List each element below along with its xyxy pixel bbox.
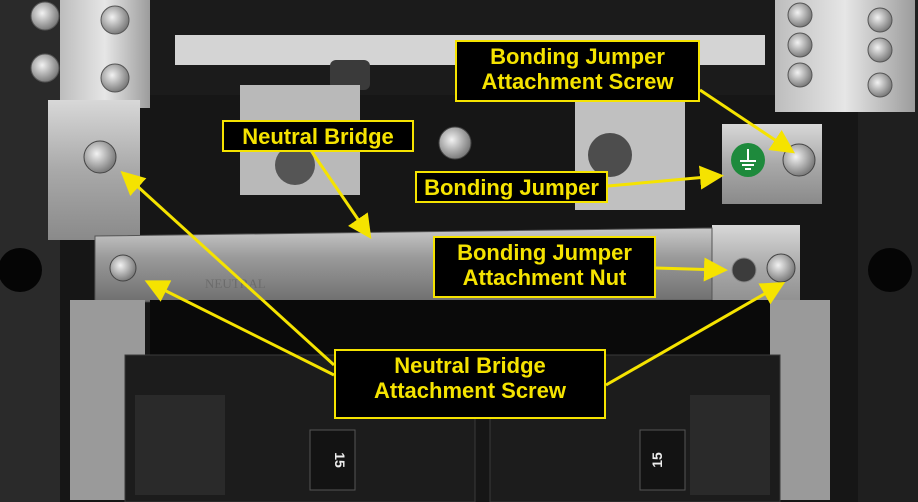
callout-bonding-jumper-nut-line1: Bonding Jumper — [457, 240, 632, 265]
breaker-right-rating: 15 — [649, 452, 665, 468]
knockout-left — [0, 248, 42, 292]
bonding-jumper-screw — [782, 143, 816, 177]
callout-neutral-bridge: Neutral Bridge — [222, 120, 414, 152]
breaker-right-handle — [639, 429, 686, 491]
knockout-right — [868, 248, 912, 292]
right-lug-bolt — [588, 133, 632, 177]
callout-bonding-jumper-text: Bonding Jumper — [424, 175, 599, 200]
callout-neutral-bridge-screw: Neutral Bridge Attachment Screw — [334, 349, 606, 419]
bonding-jumper-nut — [731, 257, 757, 283]
callout-neutral-bridge-screw-line1: Neutral Bridge — [394, 353, 546, 378]
breaker-left-label — [135, 395, 225, 495]
breaker-left-handle — [309, 429, 356, 491]
terminal-screws-left — [30, 1, 130, 93]
main-breaker-latch — [330, 60, 370, 90]
callout-bonding-jumper-nut: Bonding Jumper Attachment Nut — [433, 236, 656, 298]
callout-bonding-jumper-nut-line2: Attachment Nut — [462, 265, 627, 290]
callout-bonding-jumper: Bonding Jumper — [415, 171, 608, 203]
callout-neutral-bridge-screw-line2: Attachment Screw — [374, 378, 566, 403]
center-screw — [438, 126, 472, 160]
callout-bonding-jumper-screw-line1: Bonding Jumper — [490, 44, 665, 69]
callout-bonding-jumper-screw-line2: Attachment Screw — [481, 69, 674, 94]
callout-neutral-bridge-text: Neutral Bridge — [242, 124, 394, 149]
breaker-left-rating: 15 — [332, 452, 348, 468]
breaker-right-label — [690, 395, 770, 495]
callout-bonding-jumper-screw: Bonding Jumper Attachment Screw — [455, 40, 700, 102]
left-plate-screw — [83, 140, 117, 174]
bridge-right-screw — [766, 253, 796, 283]
neutral-bridge-screw — [109, 254, 137, 282]
terminal-screws-right — [787, 2, 893, 98]
bridge-stamp: NEUTRAL — [205, 276, 266, 291]
